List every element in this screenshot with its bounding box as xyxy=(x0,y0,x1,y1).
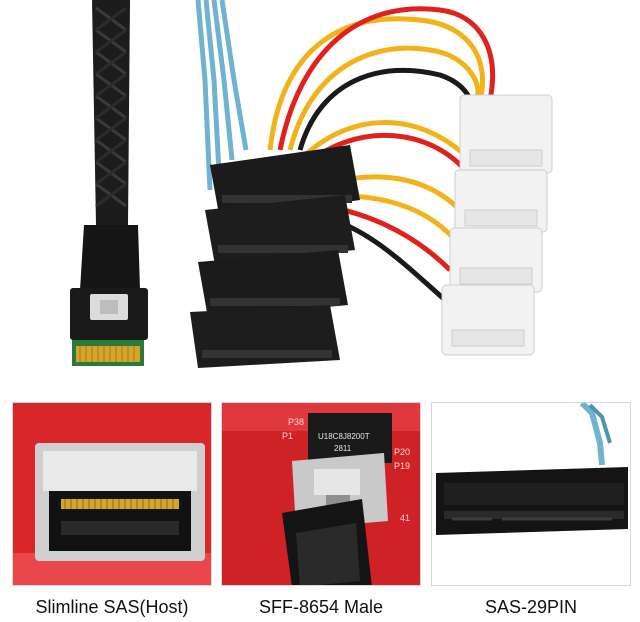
slimline-connector xyxy=(70,288,148,366)
caption-host: Slimline SAS(Host) xyxy=(35,597,189,617)
caption-target: SAS-29PIN xyxy=(484,597,578,617)
chip-code: U18C8J8200T xyxy=(318,432,370,441)
panel-sas29 xyxy=(431,402,631,586)
host-port-photo xyxy=(13,403,211,585)
panel-host-port xyxy=(12,402,212,586)
sff8654-plug-photo: P38 P1 P20 P19 41 U18C8J8200T 2811 xyxy=(222,403,420,585)
sas29-connector-stack xyxy=(190,145,360,368)
sas29-connector xyxy=(190,305,340,368)
molex-connector xyxy=(459,94,553,174)
board-digits: 41 xyxy=(400,513,410,523)
pin-label-p1: P1 xyxy=(282,431,293,441)
molex-connector-stack xyxy=(441,94,553,356)
sas29-connector xyxy=(205,195,355,265)
sas29-connector xyxy=(198,250,348,318)
pin-label-p19: P19 xyxy=(394,461,410,471)
blue-wires xyxy=(195,0,249,191)
cable-assembly-photo xyxy=(70,0,553,368)
chip-code-line2: 2811 xyxy=(334,444,352,453)
panel-sff8654-plug: P38 P1 P20 P19 41 U18C8J8200T 2811 xyxy=(221,402,421,586)
pin-label-p20: P20 xyxy=(394,447,410,457)
molex-connector xyxy=(441,284,535,356)
sas29-connector-photo xyxy=(432,403,630,585)
molex-connector xyxy=(454,169,548,233)
molex-connector xyxy=(449,227,543,293)
caption-cable: SFF-8654 Male xyxy=(258,597,384,617)
pin-label-p38: P38 xyxy=(288,417,304,427)
braided-cable xyxy=(80,0,140,290)
